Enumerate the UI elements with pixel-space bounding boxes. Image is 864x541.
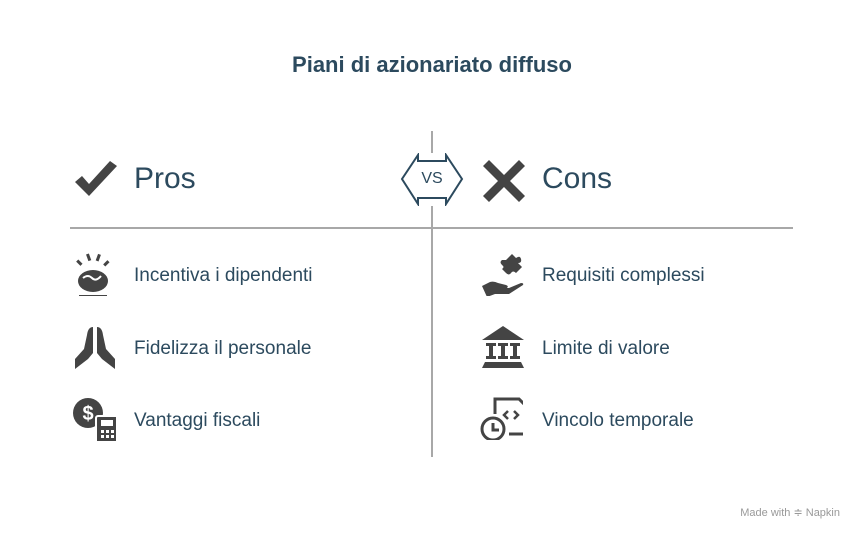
cross-icon [483, 160, 525, 202]
pros-item: Incentiva i dipendenti [134, 265, 313, 286]
footer-credit: Made with ≑ Napkin [740, 506, 840, 519]
checkmark-icon [75, 161, 117, 196]
napkin-logo-icon: ≑ [793, 507, 803, 519]
cons-item: Requisiti complessi [542, 265, 705, 286]
vs-label: VS [421, 170, 443, 187]
pros-heading: Pros [134, 162, 196, 195]
page-title: Piani di azionariato diffuso [292, 52, 572, 77]
divider-horizontal [70, 227, 793, 229]
bank-icon [482, 326, 524, 368]
cons-item: Vincolo temporale [542, 410, 694, 431]
money-calculator-icon: $ [73, 398, 116, 441]
brand-label: Napkin [805, 507, 840, 519]
made-with-label: Made with [740, 507, 791, 519]
clock-code-file-icon [480, 397, 523, 440]
cons-heading: Cons [542, 162, 613, 195]
cons-item: Limite di valore [542, 338, 670, 359]
pros-item: Fidelizza il personale [134, 338, 312, 359]
fist-money-icon [76, 253, 110, 296]
double-arrow-icon [400, 153, 464, 206]
svg-text:$: $ [82, 403, 93, 425]
pros-item: Vantaggi fiscali [134, 410, 261, 431]
praying-hands-icon [75, 327, 115, 369]
divider-vertical [431, 131, 433, 457]
hand-puzzle-icon [482, 254, 524, 296]
vs-badge: VS [400, 153, 464, 206]
